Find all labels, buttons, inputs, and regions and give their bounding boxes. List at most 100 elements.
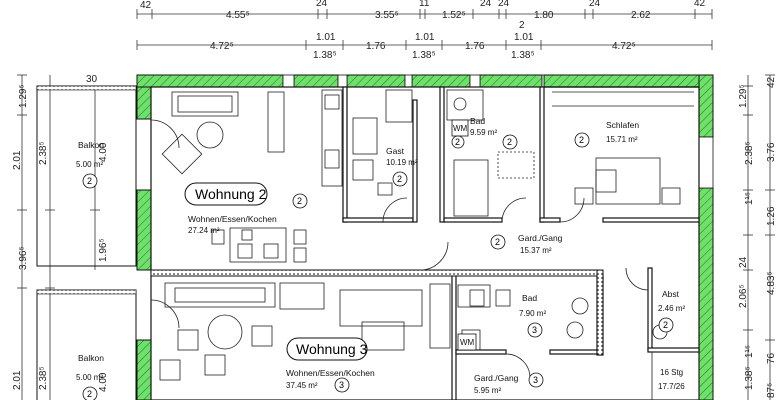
dim-mid-upper-4: 2 bbox=[519, 20, 525, 31]
dim-top-5: 11 bbox=[419, 0, 430, 9]
wohnen2-area: 27.24 m² bbox=[188, 226, 220, 235]
balkon-bottom-tag: 2 bbox=[87, 389, 92, 399]
balkon-top-name: Balkon bbox=[78, 140, 104, 150]
dim-mid-upper-2: 1.01 bbox=[415, 32, 435, 43]
schlafen-area: 15.71 m² bbox=[606, 135, 638, 144]
dim-top-3: 24 bbox=[316, 0, 328, 9]
bad-bottom-area: 7.90 m² bbox=[519, 309, 546, 318]
dim-left-4: 2.01 bbox=[12, 370, 23, 390]
dim-mid-2: 1.38⁵ bbox=[313, 50, 337, 61]
wohnung-2-title: Wohnung 2 bbox=[195, 186, 267, 202]
dim-mid-6: 1.38⁵ bbox=[511, 50, 535, 61]
wohnen3-name: Wohnen/Essen/Kochen bbox=[286, 368, 375, 378]
stairs-ratio: 17.7/26 bbox=[658, 382, 685, 391]
dim-top-6: 1.52⁵ bbox=[442, 10, 466, 21]
wm-bottom: WM bbox=[460, 338, 475, 347]
dim-left-inner-labels: 30 2.38⁵ 4.00 1.96⁵ 2.38⁵ 4.00 bbox=[38, 74, 109, 392]
dim-mid-3: 1.76 bbox=[366, 41, 386, 52]
gast-name: Gast bbox=[386, 146, 405, 156]
bad-bottom-tag: 3 bbox=[532, 325, 537, 335]
dim-right-13: 87⁵ bbox=[766, 383, 777, 398]
dim-right-8: 42 bbox=[766, 76, 777, 88]
door-swings bbox=[150, 119, 649, 379]
dim-top-10: 24 bbox=[589, 0, 601, 9]
abst-name: Abst bbox=[662, 289, 680, 299]
dim-top-8: 24 bbox=[498, 0, 510, 9]
gang-bottom-tag: 3 bbox=[533, 375, 538, 385]
gang-top-tag: 2 bbox=[495, 237, 500, 247]
gang-top-area: 15.37 m² bbox=[520, 246, 552, 255]
balkon-top-area: 5.00 m² bbox=[76, 160, 103, 169]
dim-top-2: 4.55⁵ bbox=[226, 10, 250, 21]
dim-right-7: 1.38⁵ bbox=[744, 366, 755, 390]
wohnen3-tag: 3 bbox=[339, 380, 344, 390]
schlafen-tag: 2 bbox=[579, 135, 584, 145]
stairs-name: 16 Stg bbox=[660, 368, 683, 377]
dim-mid-1: 4.72⁵ bbox=[210, 41, 234, 52]
dim-left-1: 1.29⁵ bbox=[18, 84, 29, 108]
top-dimension-row-2: 1.01 1.01 1.01 2 4.72⁵ 1.38⁵ 1.76 1.38⁵ … bbox=[136, 20, 713, 61]
furniture bbox=[159, 89, 700, 400]
balkon-top-tag: 2 bbox=[87, 176, 92, 186]
wohnen3-area: 37.45 m² bbox=[286, 381, 318, 390]
left-dimensions: 1.29⁵ 2.01 3.96⁵ 2.01 30 2.38⁵ 4.00 1.96… bbox=[12, 74, 109, 400]
gang-top-name: Gard./Gang bbox=[518, 233, 563, 243]
dim-left-3: 3.96⁵ bbox=[18, 246, 29, 270]
gast-tag: 2 bbox=[397, 174, 402, 184]
party-wall-right bbox=[596, 269, 604, 356]
dim-left-9: 2.38⁵ bbox=[38, 366, 49, 390]
dim-top-1: 42 bbox=[140, 0, 152, 11]
dim-mid-upper-1: 1.01 bbox=[316, 32, 336, 43]
balcony-top bbox=[36, 85, 137, 267]
wohnung-3-title: Wohnung 3 bbox=[296, 341, 368, 357]
dim-left-7: 4.00 bbox=[98, 142, 109, 162]
wohnen2-name: Wohnen/Essen/Kochen bbox=[188, 214, 277, 224]
dim-mid-4: 1.38⁵ bbox=[412, 50, 436, 61]
interior-walls bbox=[150, 86, 700, 400]
bad-top-area: 9.59 m² bbox=[470, 128, 497, 137]
dim-left-2: 2.01 bbox=[12, 150, 23, 170]
dim-right-11: 4.83⁵ bbox=[766, 271, 777, 295]
abst-tag: 2 bbox=[663, 320, 668, 330]
bad-extra-tag: 2 bbox=[455, 137, 460, 147]
gang-bottom-name: Gard./Gang bbox=[474, 373, 519, 383]
gang-bottom-area: 5.95 m² bbox=[474, 386, 501, 395]
dim-right-4: 24 bbox=[738, 256, 749, 268]
dim-mid-upper-3: 1.01 bbox=[514, 32, 534, 43]
dim-left-outer-labels: 1.29⁵ 2.01 3.96⁵ 2.01 bbox=[12, 84, 29, 390]
dim-top-11: 2.62 bbox=[631, 10, 651, 21]
gast-area: 10.19 m² bbox=[386, 158, 418, 167]
dim-left-10: 4.00 bbox=[98, 372, 109, 392]
dim-right-12: 76 bbox=[766, 352, 777, 364]
schlafen-name: Schlafen bbox=[606, 120, 639, 130]
dim-mid-7: 4.72⁵ bbox=[612, 41, 636, 52]
dim-left-8: 1.96⁵ bbox=[98, 238, 109, 262]
room-labels: Balkon 5.00 m² 2 Balkon 5.00 m² 2 Gast 1… bbox=[76, 116, 685, 400]
windows bbox=[282, 74, 714, 189]
bad-top-tag: 2 bbox=[507, 137, 512, 147]
dim-top-4: 3.55⁵ bbox=[375, 10, 399, 21]
abst-area: 2.46 m² bbox=[658, 304, 685, 313]
dim-right-6: 1¹⁵ bbox=[744, 345, 755, 358]
party-wall bbox=[150, 269, 604, 277]
dim-top-9: 1.80 bbox=[534, 10, 554, 21]
right-dimensions: 1.29⁵ 2.38⁵ 1¹⁵ 24 2.06⁵ 1¹⁵ 1.38⁵ 42 3.… bbox=[738, 74, 777, 400]
balkon-bottom-area: 5.00 m² bbox=[76, 373, 103, 382]
dim-right-1: 1.29⁵ bbox=[738, 84, 749, 108]
wohnen2-tag: 2 bbox=[297, 196, 302, 206]
bad-top-name: Bad bbox=[470, 116, 485, 126]
dim-right-10: 1.26 bbox=[766, 206, 777, 226]
dim-left-5: 30 bbox=[86, 74, 98, 85]
balcony-bottom bbox=[36, 289, 137, 400]
balkon-bottom-name: Balkon bbox=[78, 353, 104, 363]
dim-right-2: 2.38⁵ bbox=[744, 141, 755, 165]
wm-top: WM bbox=[453, 124, 468, 133]
dim-right-3: 1¹⁵ bbox=[744, 192, 755, 205]
dim-top-7: 24 bbox=[480, 0, 492, 9]
bad-bottom-name: Bad bbox=[522, 293, 537, 303]
dim-left-6: 2.38⁵ bbox=[38, 141, 49, 165]
dim-right-9: 3.76 bbox=[766, 142, 777, 162]
dim-right-5: 2.06⁵ bbox=[738, 284, 749, 308]
top-dimension-row-1: 42 4.55⁵ 24 3.55⁵ 11 1.52⁵ 24 24 1.80 24… bbox=[136, 0, 713, 21]
